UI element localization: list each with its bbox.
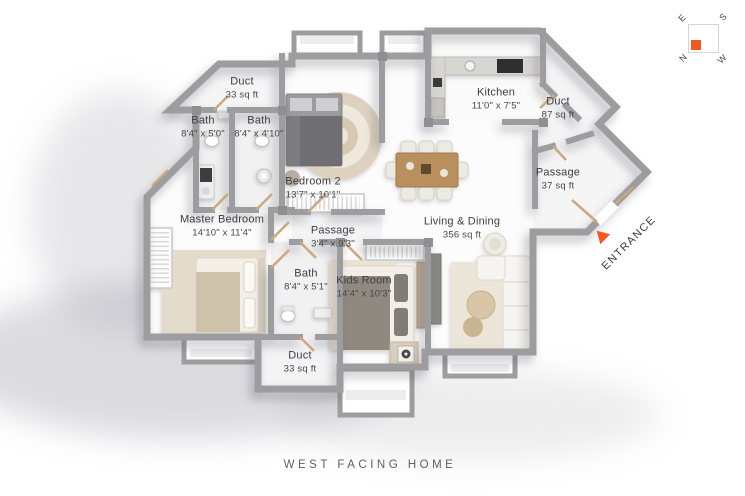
room-name: Bath bbox=[294, 267, 318, 280]
room-name: Duct bbox=[288, 349, 312, 362]
entrance-opening bbox=[593, 200, 619, 226]
room-name: Bath bbox=[191, 114, 215, 127]
room-dims: 37 sq ft bbox=[541, 180, 575, 192]
furniture bbox=[147, 56, 543, 365]
room-name: Kids Room bbox=[336, 274, 392, 287]
master-bed-set bbox=[147, 227, 266, 334]
dining-set bbox=[385, 140, 469, 201]
page-title: WEST FACING HOME bbox=[283, 459, 457, 471]
room-name: Passage bbox=[535, 166, 581, 179]
room-dims: 3'4" x 9'3" bbox=[311, 238, 355, 250]
bath-fixtures bbox=[197, 111, 333, 322]
window-sills bbox=[190, 36, 509, 400]
room-name: Bath bbox=[247, 114, 271, 127]
living-set bbox=[429, 232, 531, 351]
room-dims: 356 sq ft bbox=[442, 229, 482, 241]
room-name: Duct bbox=[230, 75, 254, 88]
room-name: Duct bbox=[546, 95, 570, 108]
room-name: Bedroom 2 bbox=[285, 175, 341, 188]
room-dims: 8'4" x 5'1" bbox=[284, 281, 328, 293]
room-dims: 11'0" x 7'5" bbox=[471, 100, 521, 112]
room-dims: 14'10" x 11'4" bbox=[192, 227, 252, 239]
room-name: Passage bbox=[310, 224, 356, 237]
room-dims: 8'4" x 4'10" bbox=[234, 128, 284, 140]
room-dims: 13'7" x 10'1" bbox=[285, 189, 341, 201]
room-dims: 14'4" x 10'3" bbox=[336, 288, 392, 300]
bedroom2-set bbox=[284, 92, 382, 213]
room-dims: 33 sq ft bbox=[283, 363, 317, 375]
room-name: Living & Dining bbox=[423, 215, 501, 228]
room-dims: 8'4" x 5'0" bbox=[181, 128, 225, 140]
door-leaves bbox=[151, 94, 634, 352]
room-name: Master Bedroom bbox=[179, 213, 265, 226]
compass bbox=[688, 24, 719, 53]
compass-marker bbox=[691, 40, 701, 50]
walls bbox=[143, 27, 652, 393]
kids-room-set bbox=[330, 243, 427, 365]
room-dims: 87 sq ft bbox=[541, 109, 575, 121]
room-name: Kitchen bbox=[476, 86, 516, 99]
room-dims: 33 sq ft bbox=[225, 89, 259, 101]
